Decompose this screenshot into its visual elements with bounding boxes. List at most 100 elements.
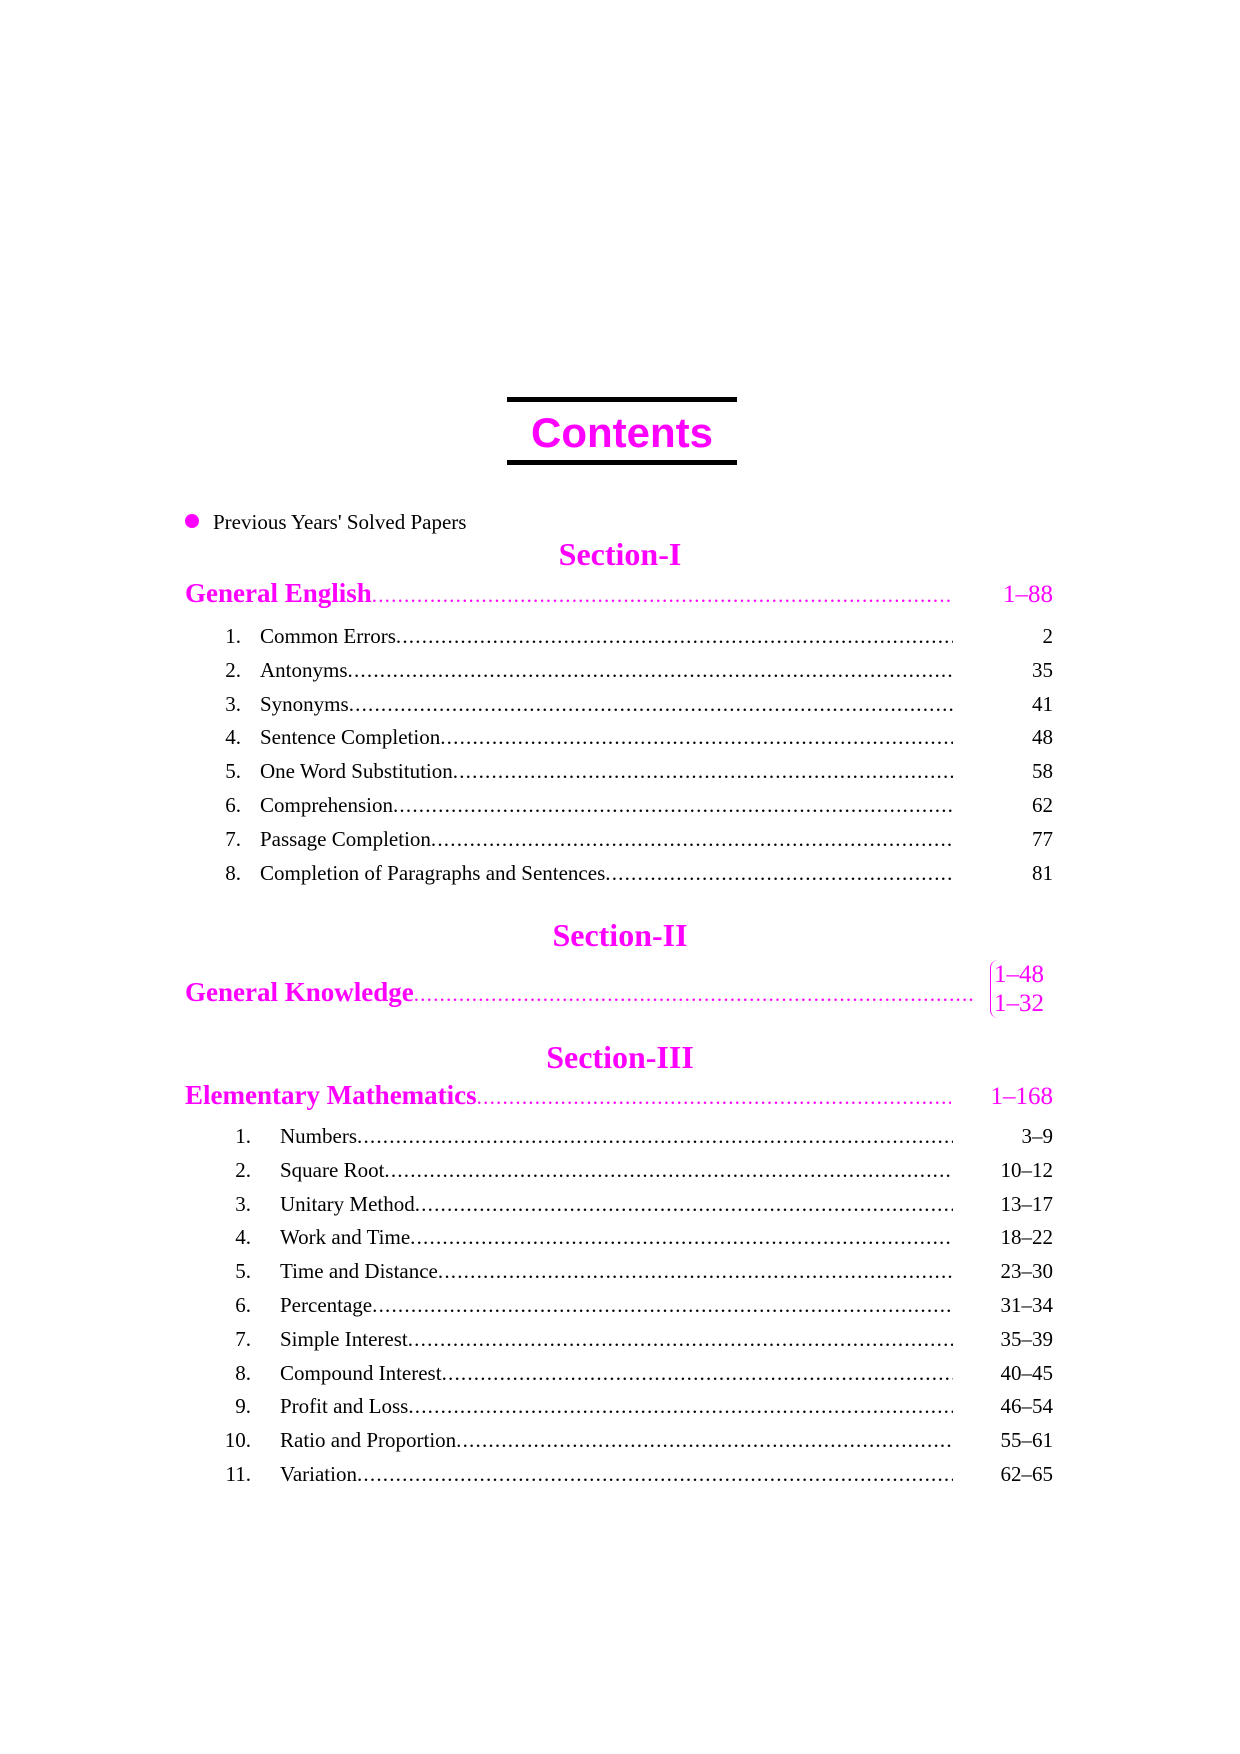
toc-item[interactable]: 11.Variation62–65 (185, 1460, 1053, 1488)
item-number: 8. (235, 1360, 251, 1385)
toc-item[interactable]: 10. Ratio and Proportion 55–61 (185, 1426, 1053, 1454)
toc-item[interactable]: 6. Comprehension 62 (185, 791, 1053, 819)
item-label: Time and Distance (280, 1259, 438, 1284)
item-page: 62 (1032, 793, 1053, 817)
item-label: Comprehension (260, 793, 393, 817)
item-label: Ratio and Proportion (280, 1428, 457, 1453)
dot-leader (349, 690, 953, 718)
subject-label: Elementary Mathematics (185, 1080, 477, 1110)
dot-leader (431, 825, 953, 853)
item-number: 1. (225, 624, 241, 648)
item-page: 81 (1032, 860, 1053, 885)
item-number: 1. (235, 1124, 251, 1148)
toc-item[interactable]: 1.Numbers3–9 (185, 1122, 1053, 1150)
page-range: 1–32 (994, 990, 1044, 1017)
item-label: Compound Interest (280, 1360, 442, 1385)
toc-item[interactable]: 2. Square Root 10–12 (185, 1156, 1053, 1184)
item-page: 55–61 (1000, 1428, 1054, 1453)
item-label: Common Errors (260, 624, 396, 648)
item-page: 35–39 (1000, 1326, 1054, 1351)
item-label: Numbers (280, 1124, 357, 1148)
item-number: 7. (225, 826, 241, 851)
toc-item[interactable]: 9.Profit and Loss46–54 (185, 1392, 1053, 1420)
dot-leader (372, 578, 953, 612)
item-number: 4. (225, 725, 241, 750)
toc-subject-row[interactable]: Elementary Mathematics 1–168 (185, 1078, 1053, 1114)
item-page: 10–12 (1000, 1157, 1054, 1182)
toc-item[interactable]: 3. Unitary Method 13–17 (185, 1190, 1053, 1218)
toc-item[interactable]: 8. Completion of Paragraphs and Sentences… (185, 859, 1053, 887)
toc-item[interactable]: 7.Simple Interest35–39 (185, 1325, 1053, 1353)
item-label: Profit and Loss (280, 1394, 409, 1419)
page-range: 1–48 (994, 961, 1044, 988)
dot-leader (605, 859, 953, 887)
item-number: 10. (224, 1428, 251, 1453)
item-number: 8. (225, 860, 241, 885)
item-page: 40–45 (1000, 1360, 1054, 1385)
bullet-icon (185, 514, 199, 528)
section-heading: Section-II (552, 917, 688, 953)
toc-item[interactable]: 2. Antonyms 35 (185, 656, 1053, 684)
toc-subject-row[interactable]: General English1–88 (185, 576, 1053, 612)
item-number: 3. (235, 1191, 251, 1216)
item-page: 13–17 (1000, 1191, 1054, 1216)
toc-item[interactable]: 8. Compound Interest 40–45 (185, 1359, 1053, 1387)
page-range-brace: 1–48 1–32 (990, 960, 1044, 1018)
intro-text: Previous Years' Solved Papers (213, 510, 467, 534)
item-page: 41 (1032, 691, 1053, 716)
toc-item[interactable]: 6.Percentage31–34 (185, 1291, 1053, 1319)
section-heading: Section-I (558, 536, 682, 572)
item-number: 6. (225, 793, 241, 817)
toc-item[interactable]: 3. Synonyms 41 (185, 690, 1053, 718)
dot-leader (396, 622, 953, 650)
item-number: 6. (235, 1293, 251, 1317)
item-number: 7. (235, 1326, 251, 1351)
dot-leader (408, 1392, 953, 1420)
dot-leader (438, 1257, 953, 1285)
dot-leader (477, 1080, 951, 1114)
item-number: 2. (225, 657, 241, 682)
dot-leader (357, 1122, 953, 1150)
toc-item[interactable]: 4.Sentence Completion48 (185, 723, 1053, 751)
item-number: 3. (225, 691, 241, 716)
dot-leader (393, 791, 953, 819)
page-range: 1–88 (1003, 581, 1053, 608)
dot-leader (348, 656, 953, 684)
item-number: 5. (235, 1259, 251, 1284)
toc-item[interactable]: 7. Passage Completion 77 (185, 825, 1053, 853)
dot-leader (384, 1156, 953, 1184)
item-page: 35 (1032, 657, 1053, 682)
toc-item[interactable]: 5. Time and Distance 23–30 (185, 1257, 1053, 1285)
dot-leader (456, 1426, 953, 1454)
item-page: 62–65 (1000, 1462, 1054, 1486)
item-page: 23–30 (1000, 1259, 1054, 1284)
page-title: Contents (531, 409, 713, 456)
item-label: Passage Completion (260, 826, 431, 851)
item-number: 5. (225, 759, 241, 784)
item-label: Square Root (280, 1157, 385, 1182)
title-top-rule (507, 397, 737, 402)
dot-leader (410, 1223, 953, 1251)
item-page: 18–22 (1000, 1225, 1054, 1250)
dot-leader (440, 723, 953, 751)
toc-item[interactable]: 1. Common Errors 2 (185, 622, 1053, 650)
toc-item[interactable]: 5.One Word Substitution58 (185, 757, 1053, 785)
toc-item[interactable]: 4.Work and Time18–22 (185, 1223, 1053, 1251)
item-page: 2 (1042, 624, 1054, 648)
item-number: 11. (225, 1462, 251, 1486)
section-heading: Section-III (546, 1039, 694, 1075)
item-number: 2. (235, 1157, 251, 1182)
item-label: Antonyms (260, 657, 348, 682)
dot-leader (357, 1460, 953, 1488)
dot-leader (414, 977, 975, 1011)
item-number: 4. (235, 1225, 251, 1250)
page-range: 1–168 (990, 1083, 1054, 1110)
item-page: 58 (1032, 759, 1053, 784)
toc-subject-row[interactable]: General Knowledge (185, 975, 975, 1011)
item-label: Unitary Method (280, 1191, 415, 1216)
item-label: Completion of Paragraphs and Sentences (260, 860, 606, 885)
dot-leader (408, 1325, 953, 1353)
item-page: 77 (1032, 826, 1053, 851)
item-label: Synonyms (260, 691, 349, 716)
item-page: 48 (1032, 725, 1053, 750)
